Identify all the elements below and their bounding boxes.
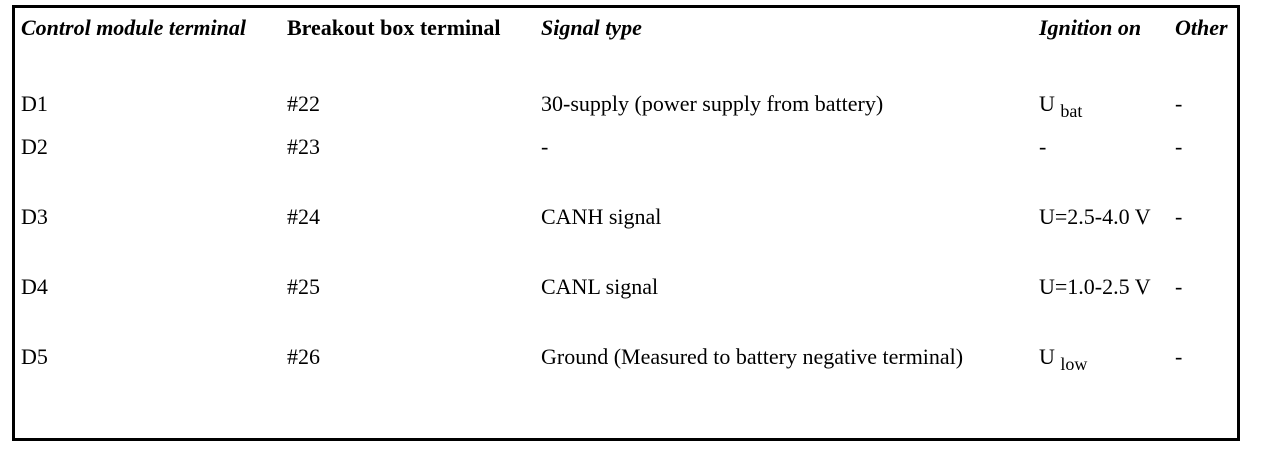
cell-other: - <box>1175 134 1183 159</box>
ignition-value: U=2.5-4.0 V <box>1039 204 1151 229</box>
table-row: D5 #26 Ground (Measured to battery negat… <box>21 346 1235 416</box>
cell-breakout-terminal: #24 <box>287 204 320 229</box>
terminal-table: Control module terminal Breakout box ter… <box>21 8 1235 416</box>
table-row: D1 #22 30-supply (power supply from batt… <box>21 66 1235 136</box>
cell-control-terminal: D3 <box>21 204 48 229</box>
cell-control-terminal: D5 <box>21 344 48 369</box>
cell-signal-type: - <box>541 134 549 159</box>
ignition-value: U <box>1039 344 1055 369</box>
cell-signal-type: CANL signal <box>541 274 659 299</box>
cell-ignition-on: U=2.5-4.0 V <box>1039 206 1175 276</box>
ignition-value: U <box>1039 91 1055 116</box>
header-other: Other <box>1175 15 1228 40</box>
table-header-row: Control module terminal Breakout box ter… <box>21 8 1235 66</box>
cell-ignition-on: U=1.0-2.5 V <box>1039 276 1175 346</box>
header-control-module-terminal: Control module terminal <box>21 15 246 40</box>
cell-signal-type: Ground (Measured to battery negative ter… <box>541 344 964 369</box>
cell-breakout-terminal: #26 <box>287 344 320 369</box>
cell-breakout-terminal: #23 <box>287 134 320 159</box>
ignition-subscript: low <box>1060 354 1088 374</box>
cell-control-terminal: D4 <box>21 274 48 299</box>
cell-signal-type: CANH signal <box>541 204 662 229</box>
table-row: D2 #23 - - - <box>21 136 1235 206</box>
table-row: D4 #25 CANL signal U=1.0-2.5 V - <box>21 276 1235 346</box>
cell-signal-type: 30-supply (power supply from battery) <box>541 91 884 116</box>
header-ignition-on: Ignition on <box>1039 15 1142 40</box>
table-row: D3 #24 CANH signal U=2.5-4.0 V - <box>21 206 1235 276</box>
cell-breakout-terminal: #22 <box>287 91 320 116</box>
ignition-subscript: bat <box>1060 101 1083 121</box>
cell-other: - <box>1175 204 1183 229</box>
cell-other: - <box>1175 344 1183 369</box>
table-frame: Control module terminal Breakout box ter… <box>12 5 1240 441</box>
cell-ignition-on: U low <box>1039 346 1175 416</box>
cell-ignition-on: - <box>1039 136 1175 206</box>
cell-ignition-on: U bat <box>1039 66 1175 136</box>
cell-control-terminal: D1 <box>21 91 48 116</box>
cell-other: - <box>1175 274 1183 299</box>
header-breakout-box-terminal: Breakout box terminal <box>287 15 501 40</box>
ignition-value: - <box>1039 134 1047 159</box>
cell-breakout-terminal: #25 <box>287 274 320 299</box>
ignition-value: U=1.0-2.5 V <box>1039 274 1151 299</box>
header-signal-type: Signal type <box>541 15 642 40</box>
cell-other: - <box>1175 91 1183 116</box>
cell-control-terminal: D2 <box>21 134 48 159</box>
